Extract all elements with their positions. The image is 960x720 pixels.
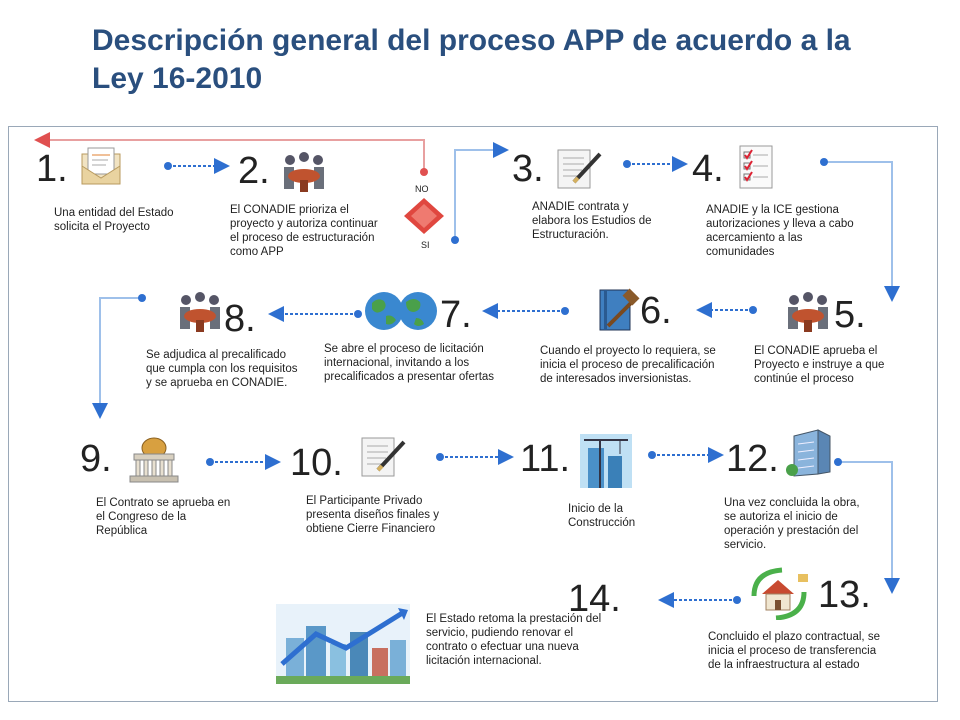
step-description: Inicio de la Construcción	[568, 503, 636, 529]
no-return-arrow	[34, 132, 425, 172]
step-description: El Contrato se aprueba en el Congreso de…	[96, 497, 231, 537]
si-arrow	[454, 142, 509, 240]
step-description: Se adjudica al precalificado que cumpla …	[146, 349, 298, 389]
meeting-icon	[788, 292, 828, 332]
arrow-4-5	[824, 161, 900, 302]
step-number: 9.	[80, 438, 112, 480]
decision-no-label: NO	[415, 184, 429, 194]
decision-diamond	[404, 198, 444, 234]
step-number: 14.	[568, 578, 621, 620]
step-description: Concluido el plazo contractual, se inici…	[708, 631, 880, 671]
arrow-12-13	[838, 461, 900, 594]
step-number: 2.	[238, 150, 270, 192]
document-pen-icon	[557, 149, 602, 189]
step-description: Cuando el proyecto lo requiera, se inici…	[540, 345, 716, 385]
step-number: 6.	[640, 290, 672, 332]
globe-icon	[365, 292, 437, 330]
step-number: 1.	[36, 148, 68, 190]
checklist-icon	[739, 145, 773, 189]
page-title: Descripción general del proceso APP de a…	[92, 24, 851, 95]
step-description: ANADIE y la ICE gestiona autorizaciones …	[706, 204, 854, 258]
meeting-icon	[284, 152, 324, 192]
step-number: 4.	[692, 148, 724, 190]
step-number: 12.	[726, 438, 779, 480]
step-number: 10.	[290, 442, 343, 484]
step-number: 11.	[520, 438, 571, 480]
step-description: El Estado retoma la prestación del servi…	[426, 613, 602, 667]
building-icon	[786, 429, 831, 477]
meeting-icon	[180, 292, 220, 332]
step-number: 13.	[818, 574, 871, 616]
step-number: 5.	[834, 294, 866, 336]
envelope-icon	[81, 147, 121, 185]
step-description: Se abre el proceso de licitación interna…	[324, 343, 495, 383]
step-description: Una entidad del Estado solicita el Proye…	[54, 207, 174, 233]
document-pen-icon	[361, 437, 406, 477]
gavel-book-icon	[599, 288, 640, 331]
construction-icon	[580, 434, 632, 488]
arrow-8-9	[92, 297, 142, 419]
step-number: 3.	[512, 148, 544, 190]
city-chart-icon	[276, 604, 410, 684]
step-description: ANADIE contrata y elabora los Estudios d…	[532, 201, 652, 241]
step-number: 7.	[440, 294, 472, 336]
decision-si-label: SI	[421, 240, 430, 250]
step-description: Una vez concluida la obra, se autoriza e…	[724, 497, 860, 551]
capitol-icon	[129, 437, 179, 483]
step-description: El CONADIE prioriza el proyecto y autori…	[230, 204, 378, 258]
step-description: El Participante Privado presenta diseños…	[306, 495, 439, 535]
house-cycle-icon	[751, 567, 808, 620]
step-number: 8.	[224, 298, 256, 340]
step-description: El CONADIE aprueba el Proyecto e instruy…	[754, 345, 885, 385]
